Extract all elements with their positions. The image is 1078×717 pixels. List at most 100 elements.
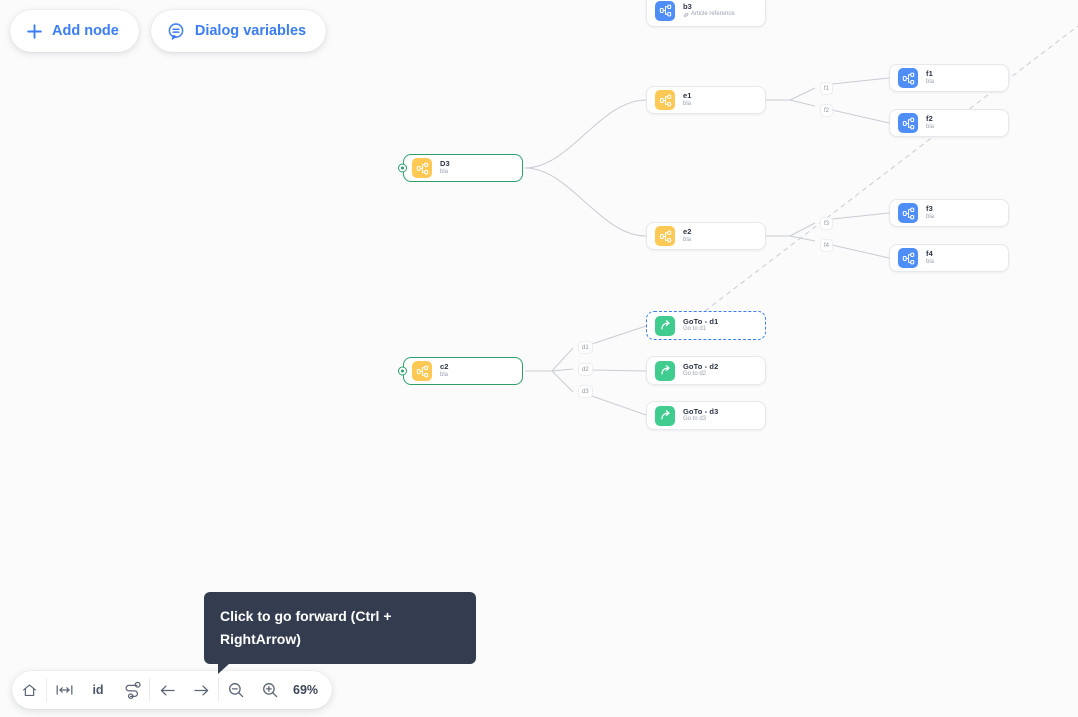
node-subtitle: bla: [926, 258, 935, 265]
node-sub: Go to d2: [683, 371, 718, 379]
back-button[interactable]: [150, 671, 184, 709]
node-title: f1: [926, 69, 933, 79]
toolbar-divider-3: [218, 678, 219, 702]
blue-node-icon: [898, 68, 918, 88]
edge-d3-e2: [524, 167, 647, 237]
zoom-in-button[interactable]: [253, 671, 287, 709]
yellow-node-icon: [412, 361, 432, 381]
node-subtitle: Go to d3: [683, 416, 707, 423]
node-sub: bla: [926, 124, 934, 132]
edge-d3-e1: [524, 99, 647, 169]
edge-label-f2[interactable]: f2: [820, 104, 834, 117]
node-subtitle: Article reference: [691, 11, 735, 18]
edge-label-d3[interactable]: d3: [578, 385, 593, 398]
node-title: c2: [440, 362, 449, 372]
node-title: e1: [683, 91, 692, 101]
toolbar-divider-2: [149, 678, 150, 702]
edge-label-f1[interactable]: f1: [820, 82, 834, 95]
node-title: f2: [926, 114, 933, 124]
node-sub: bla: [926, 79, 934, 87]
fit-width-icon: [55, 683, 74, 697]
node-sub: bla: [926, 259, 934, 267]
top-action-bar: Add node Dialog variables: [10, 10, 327, 52]
tooltip-text: Click to go forward (Ctrl + RightArrow): [220, 608, 392, 647]
add-node-label: Add node: [52, 23, 119, 39]
edge-label-f3[interactable]: f3: [820, 217, 834, 230]
node-input-port[interactable]: [398, 366, 407, 376]
yellow-node-icon: [412, 158, 432, 178]
node-title: b3: [683, 1, 692, 11]
node-sub: bla: [440, 372, 449, 380]
add-node-button[interactable]: Add node: [10, 10, 139, 52]
node-sub: Article reference: [683, 11, 735, 19]
toolbar-group-zoom: 69%: [219, 671, 332, 709]
edge-label-d1[interactable]: d1: [578, 341, 593, 354]
node-subtitle: Go to d1: [683, 326, 707, 333]
node-subtitle: bla: [926, 123, 935, 130]
dialog-variables-button[interactable]: Dialog variables: [150, 10, 327, 52]
node-input-port[interactable]: [398, 163, 407, 173]
forward-button[interactable]: [184, 671, 218, 709]
id-label: id: [92, 683, 104, 697]
home-button[interactable]: [12, 671, 46, 709]
node-subtitle: bla: [926, 78, 935, 85]
id-toggle-button[interactable]: id: [81, 671, 115, 709]
node-title: GoTo - d2: [683, 361, 719, 371]
flow-path-icon: [122, 681, 143, 700]
node-sub: bla: [440, 169, 450, 177]
zoom-out-button[interactable]: [219, 671, 253, 709]
zoom-in-icon: [261, 681, 279, 699]
node-title: D3: [440, 159, 450, 169]
goto-icon: [655, 405, 675, 426]
canvas-toolbar: id: [12, 671, 333, 709]
blue-node-icon: [898, 248, 918, 268]
blue-node-icon: [655, 0, 675, 21]
edge-label-d2[interactable]: d2: [578, 363, 593, 376]
node-sub: Go to d3: [683, 416, 718, 424]
dialog-variables-label: Dialog variables: [194, 23, 307, 39]
toolbar-group-layout: id: [47, 671, 149, 709]
fit-width-button[interactable]: [47, 671, 81, 709]
flow-path-button[interactable]: [115, 671, 149, 709]
node-subtitle: bla: [440, 371, 449, 378]
blue-node-icon: [898, 113, 918, 133]
node-sub: Go to d1: [683, 326, 718, 334]
yellow-node-icon: [655, 226, 675, 246]
home-icon: [21, 682, 38, 699]
node-title: e2: [683, 227, 692, 237]
node-sub: bla: [683, 101, 692, 109]
edge-label-f4[interactable]: f4: [820, 239, 834, 252]
chat-bubble-icon: [167, 22, 186, 41]
plus-icon: [26, 23, 43, 40]
node-subtitle: bla: [926, 213, 935, 220]
node-subtitle: Go to d2: [683, 371, 707, 378]
arrow-right-icon: [192, 683, 211, 698]
yellow-node-icon: [655, 90, 675, 110]
forward-button-tooltip: Click to go forward (Ctrl + RightArrow): [204, 592, 476, 675]
node-title: f4: [926, 249, 933, 259]
link-icon: [683, 12, 689, 18]
node-title: GoTo - d3: [683, 406, 719, 416]
zoom-level[interactable]: 69%: [287, 683, 332, 697]
arrow-left-icon: [158, 683, 177, 698]
